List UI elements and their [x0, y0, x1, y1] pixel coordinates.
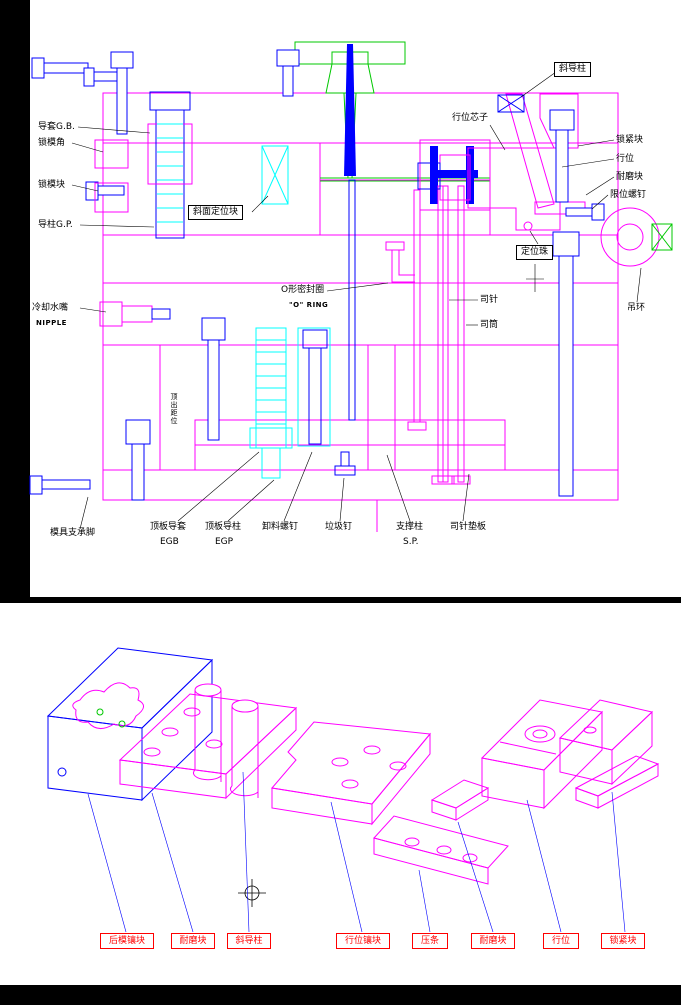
angle-pin-head	[497, 94, 525, 113]
callout-press-strip: 压条	[412, 933, 448, 949]
stripper-screw-part	[297, 327, 331, 447]
label-lock-block: 锁模块	[38, 180, 66, 190]
ucs-crosshair	[238, 879, 266, 907]
label-o-seal-ring: O形密封圈	[281, 285, 325, 295]
label-guide-bush: 导套G.B.	[38, 122, 75, 132]
stop-pin-part	[334, 451, 356, 476]
bottom-leader-lines	[87, 771, 626, 933]
sprue-channel	[344, 44, 356, 176]
label-guide-pillar: 导柱G.P.	[38, 220, 73, 230]
guide-pillar-assembly	[147, 91, 193, 239]
label-angle-pin-top: 斜导柱	[554, 62, 592, 77]
right-fasteners	[549, 109, 605, 497]
center-ejector-rod	[348, 179, 356, 421]
label-slider: 行位	[616, 154, 635, 164]
label-incline-block: 斜面定位块	[188, 205, 244, 220]
label-ejector-guide-pillar: 顶板导柱	[205, 522, 242, 532]
eye-bolt-part	[600, 207, 673, 267]
label-o-ring-en: "O" RING	[289, 301, 329, 309]
top-leader-lines	[71, 71, 642, 530]
label-ejector-sleeve: 司筒	[480, 320, 499, 330]
label-egp: EGP	[215, 537, 234, 547]
callout-slider-insert: 行位镶块	[336, 933, 390, 949]
exploded-part-slider	[480, 699, 604, 810]
label-nipple: NIPPLE	[36, 319, 67, 327]
cavity-detail	[72, 682, 144, 729]
callout-locking-block: 锁紧块	[601, 933, 645, 949]
incline-locating-block-part	[261, 145, 289, 205]
callout-slider: 行位	[543, 933, 579, 949]
ejector-guide-assembly	[249, 327, 293, 479]
lock-blocks	[94, 139, 129, 213]
o-ring-pipe	[385, 241, 415, 283]
callout-angle-pin: 斜导柱	[227, 933, 271, 949]
callout-wear-block-2: 耐磨块	[471, 933, 515, 949]
label-mold-support-foot: 模具支承脚	[50, 528, 96, 538]
label-lock-angle: 锁模角	[38, 138, 66, 148]
callout-rear-insert: 后模镶块	[100, 933, 154, 949]
label-support-pillar: 支撑柱	[396, 522, 424, 532]
exploded-part-wear-block	[430, 779, 490, 821]
label-cooling-nozzle: 冷却水嘴	[32, 303, 69, 313]
label-stripper-screw: 卸料螺钉	[262, 522, 299, 532]
label-sp: S.P.	[403, 537, 419, 547]
label-eye-bolt: 吊环	[627, 303, 646, 313]
label-wear-block: 耐磨块	[616, 172, 644, 182]
label-stop-pin: 垃圾钉	[325, 522, 353, 532]
label-locking-block: 锁紧块	[616, 135, 644, 145]
exploded-part-press-strip	[373, 815, 509, 885]
bottom-sheet	[0, 603, 681, 985]
exploded-part-locking-block	[558, 699, 660, 809]
slider-core-part	[417, 162, 441, 190]
label-limit-screw: 限位螺钉	[610, 190, 647, 200]
label-ejector-guide-bush: 顶板导套	[150, 522, 187, 532]
label-ejector-backing: 司针垫板	[450, 522, 487, 532]
ejector-pins	[407, 185, 471, 485]
exploded-part-rear-insert	[46, 647, 214, 802]
cavity-green-marks	[96, 708, 126, 728]
exploded-part-slider-insert	[271, 721, 431, 826]
exploded-part-wear-plate	[118, 693, 298, 800]
cooling-nozzle-part	[99, 301, 171, 327]
label-slider-core: 行位芯子	[452, 113, 489, 123]
label-egb: EGB	[160, 537, 179, 547]
exploded-part-angle-pins	[192, 683, 259, 798]
left-fasteners	[29, 49, 300, 501]
callout-wear-block-1: 耐磨块	[171, 933, 215, 949]
label-vertical-note: 顶出距位	[170, 393, 178, 425]
label-ejector-pin: 司针	[480, 295, 499, 305]
label-locating-ball: 定位珠	[516, 245, 554, 260]
